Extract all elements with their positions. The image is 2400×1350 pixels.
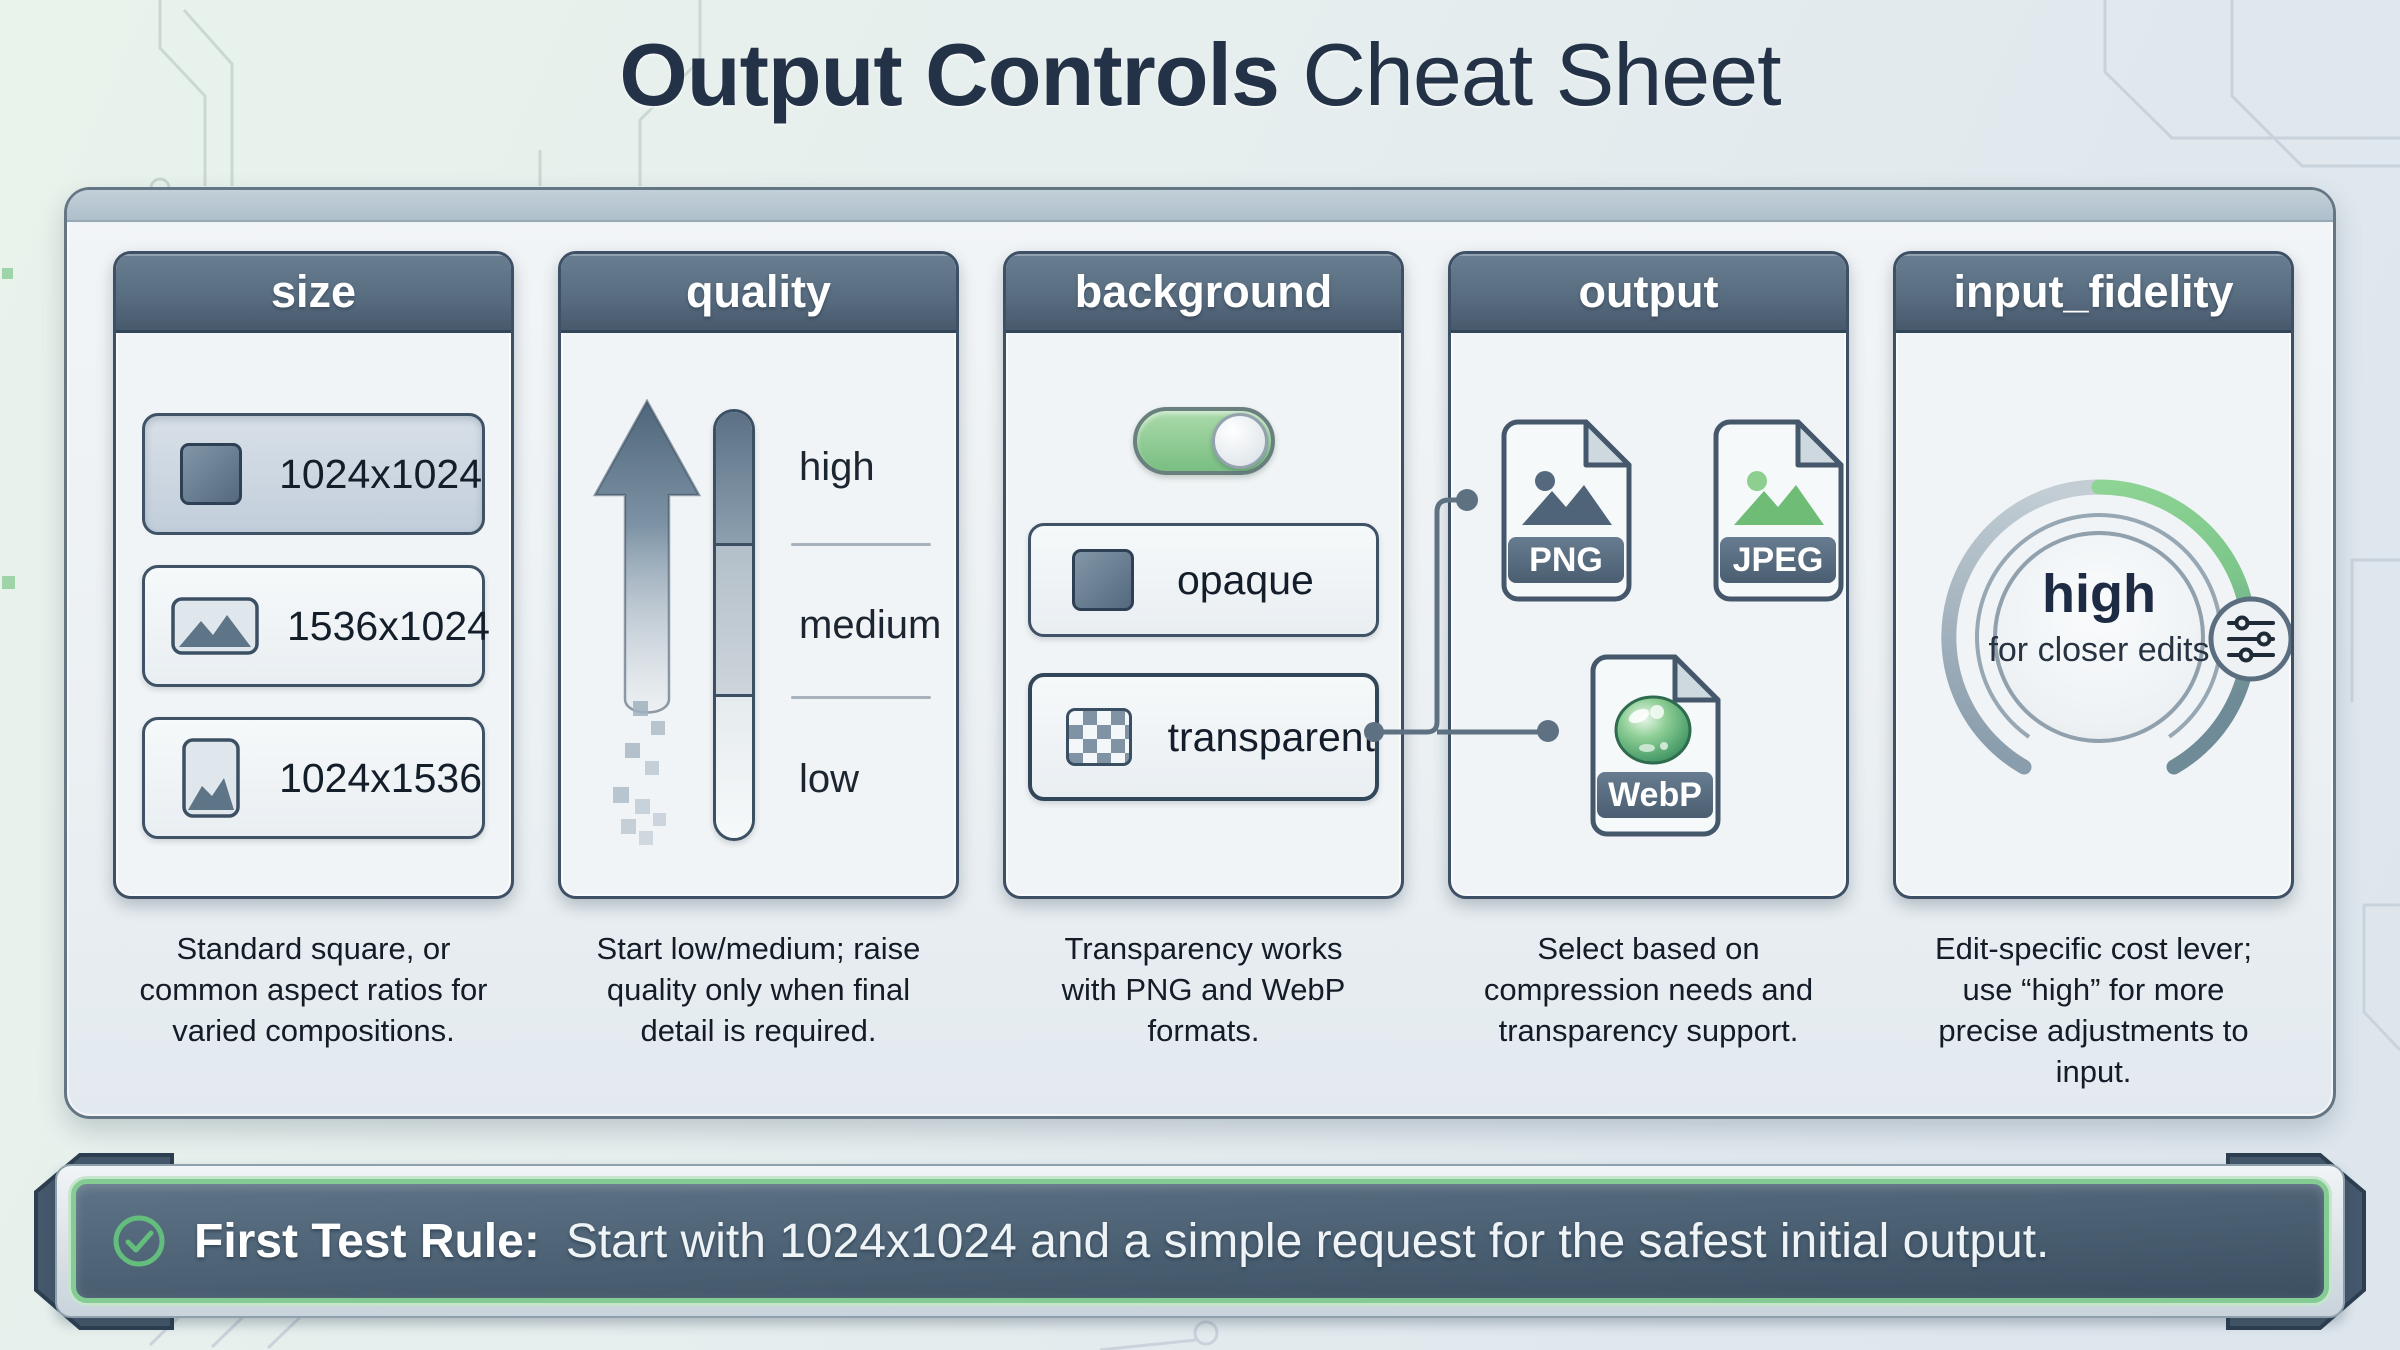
- background-option-label: opaque: [1177, 556, 1314, 603]
- banner-outer-frame: First Test Rule: Start with 1024x1024 an…: [55, 1164, 2345, 1318]
- column-input-fidelity: input_fidelity: [1893, 251, 2294, 1093]
- size-option-label: 1536x1024: [287, 602, 490, 649]
- background-toggle[interactable]: [1132, 407, 1275, 475]
- size-option-1024x1536[interactable]: 1024x1536: [142, 717, 485, 839]
- toggle-knob: [1211, 413, 1268, 469]
- format-label-jpeg: JPEG: [1733, 541, 1824, 579]
- green-node-decoration: [2, 268, 13, 279]
- column-quality: quality: [558, 251, 959, 1093]
- dial-inner-ring: [1975, 512, 2223, 761]
- column-size: size 1024x1024: [113, 251, 514, 1093]
- quality-level-label-high: high: [799, 445, 875, 489]
- quality-level-meter[interactable]: [713, 409, 755, 841]
- format-option-jpeg[interactable]: JPEG: [1712, 419, 1844, 608]
- png-file-icon: PNG: [1501, 419, 1632, 602]
- column-background: background opaque transparent: [1003, 251, 1404, 1093]
- output-card-body: PNG JPEG: [1451, 333, 1846, 896]
- quality-segment-high: [716, 412, 752, 547]
- quality-segment-low: [716, 697, 752, 838]
- webp-file-icon: WebP: [1590, 654, 1721, 837]
- quality-segment-medium: [716, 546, 752, 698]
- jpeg-file-icon: JPEG: [1713, 419, 1844, 602]
- fidelity-dial-label: high for closer edits: [1984, 563, 2214, 670]
- portrait-image-icon: [171, 738, 251, 818]
- output-card: output PNG: [1448, 251, 1849, 899]
- size-option-1536x1024[interactable]: 1536x1024: [142, 565, 490, 687]
- input-fidelity-card-body: high for closer edits: [1896, 333, 2294, 896]
- divider: [791, 543, 931, 546]
- background-caption: Transparency works with PNG and WebP for…: [1061, 931, 1346, 1048]
- dial-arc-left: [1941, 479, 2107, 775]
- size-card-header: size: [116, 254, 511, 333]
- quality-card-header: quality: [561, 254, 956, 333]
- controls-panel: size 1024x1024: [64, 187, 2336, 1119]
- banner-bar: First Test Rule: Start with 1024x1024 an…: [71, 1179, 2329, 1303]
- format-option-png[interactable]: PNG: [1500, 419, 1632, 608]
- fidelity-value-note: for closer edits: [1988, 631, 2210, 669]
- check-circle-icon: [113, 1215, 165, 1267]
- input-fidelity-card-header: input_fidelity: [1896, 254, 2291, 333]
- quality-card-body: high medium low: [561, 333, 956, 896]
- input-fidelity-card: input_fidelity: [1893, 251, 2294, 899]
- adjustments-badge-icon[interactable]: [2208, 596, 2291, 682]
- divider: [791, 696, 931, 699]
- size-option-1024x1024[interactable]: 1024x1024: [142, 413, 485, 535]
- output-caption: Select based on compression needs and tr…: [1483, 931, 1814, 1048]
- size-option-label: 1024x1536: [279, 754, 482, 801]
- background-card: background opaque transparent: [1003, 251, 1404, 899]
- banner-label: First Test Rule:: [194, 1214, 540, 1268]
- page-title-emphasis: Output Controls: [619, 25, 1280, 124]
- background-card-header: background: [1006, 254, 1401, 333]
- first-test-rule-banner: First Test Rule: Start with 1024x1024 an…: [0, 1150, 2400, 1335]
- quality-caption: Start low/medium; raise quality only whe…: [596, 931, 921, 1048]
- input-fidelity-caption: Edit-specific cost lever; use “high” for…: [1935, 931, 2252, 1089]
- background-card-body: opaque transparent: [1006, 333, 1401, 896]
- page-title: Output Controls Cheat Sheet: [0, 24, 2400, 126]
- panel-top-strip: [67, 190, 2333, 222]
- format-label-webp: WebP: [1608, 776, 1702, 814]
- dial-knob: [1993, 531, 2205, 743]
- transparent-checkerboard-icon: [1065, 708, 1132, 766]
- quality-card: quality: [558, 251, 959, 899]
- fidelity-dial[interactable]: [1919, 457, 2294, 817]
- square-swatch-icon: [180, 443, 243, 505]
- size-caption: Standard square, or common aspect ratios…: [139, 931, 488, 1048]
- quality-up-arrow-icon: [592, 399, 702, 845]
- quality-level-label-low: low: [799, 757, 860, 801]
- format-option-webp[interactable]: WebP: [1589, 654, 1721, 843]
- column-output: output PNG: [1448, 251, 1849, 1093]
- output-card-header: output: [1451, 254, 1846, 333]
- page-title-rest: Cheat Sheet: [1302, 25, 1781, 124]
- format-label-png: PNG: [1529, 541, 1603, 579]
- quality-level-label-medium: medium: [799, 603, 942, 647]
- size-card: size 1024x1024: [113, 251, 514, 899]
- size-card-body: 1024x1024 1536x1024: [116, 333, 511, 896]
- background-option-opaque[interactable]: opaque: [1028, 523, 1379, 637]
- background-option-transparent[interactable]: transparent: [1028, 673, 1379, 801]
- opaque-swatch-icon: [1072, 549, 1134, 611]
- banner-text: Start with 1024x1024 and a simple reques…: [565, 1214, 2050, 1268]
- size-option-label: 1024x1024: [279, 450, 482, 497]
- fidelity-value: high: [2042, 564, 2156, 624]
- controls-columns: size 1024x1024: [113, 251, 2294, 1093]
- background-option-label: transparent: [1167, 713, 1375, 760]
- landscape-image-icon: [171, 597, 259, 655]
